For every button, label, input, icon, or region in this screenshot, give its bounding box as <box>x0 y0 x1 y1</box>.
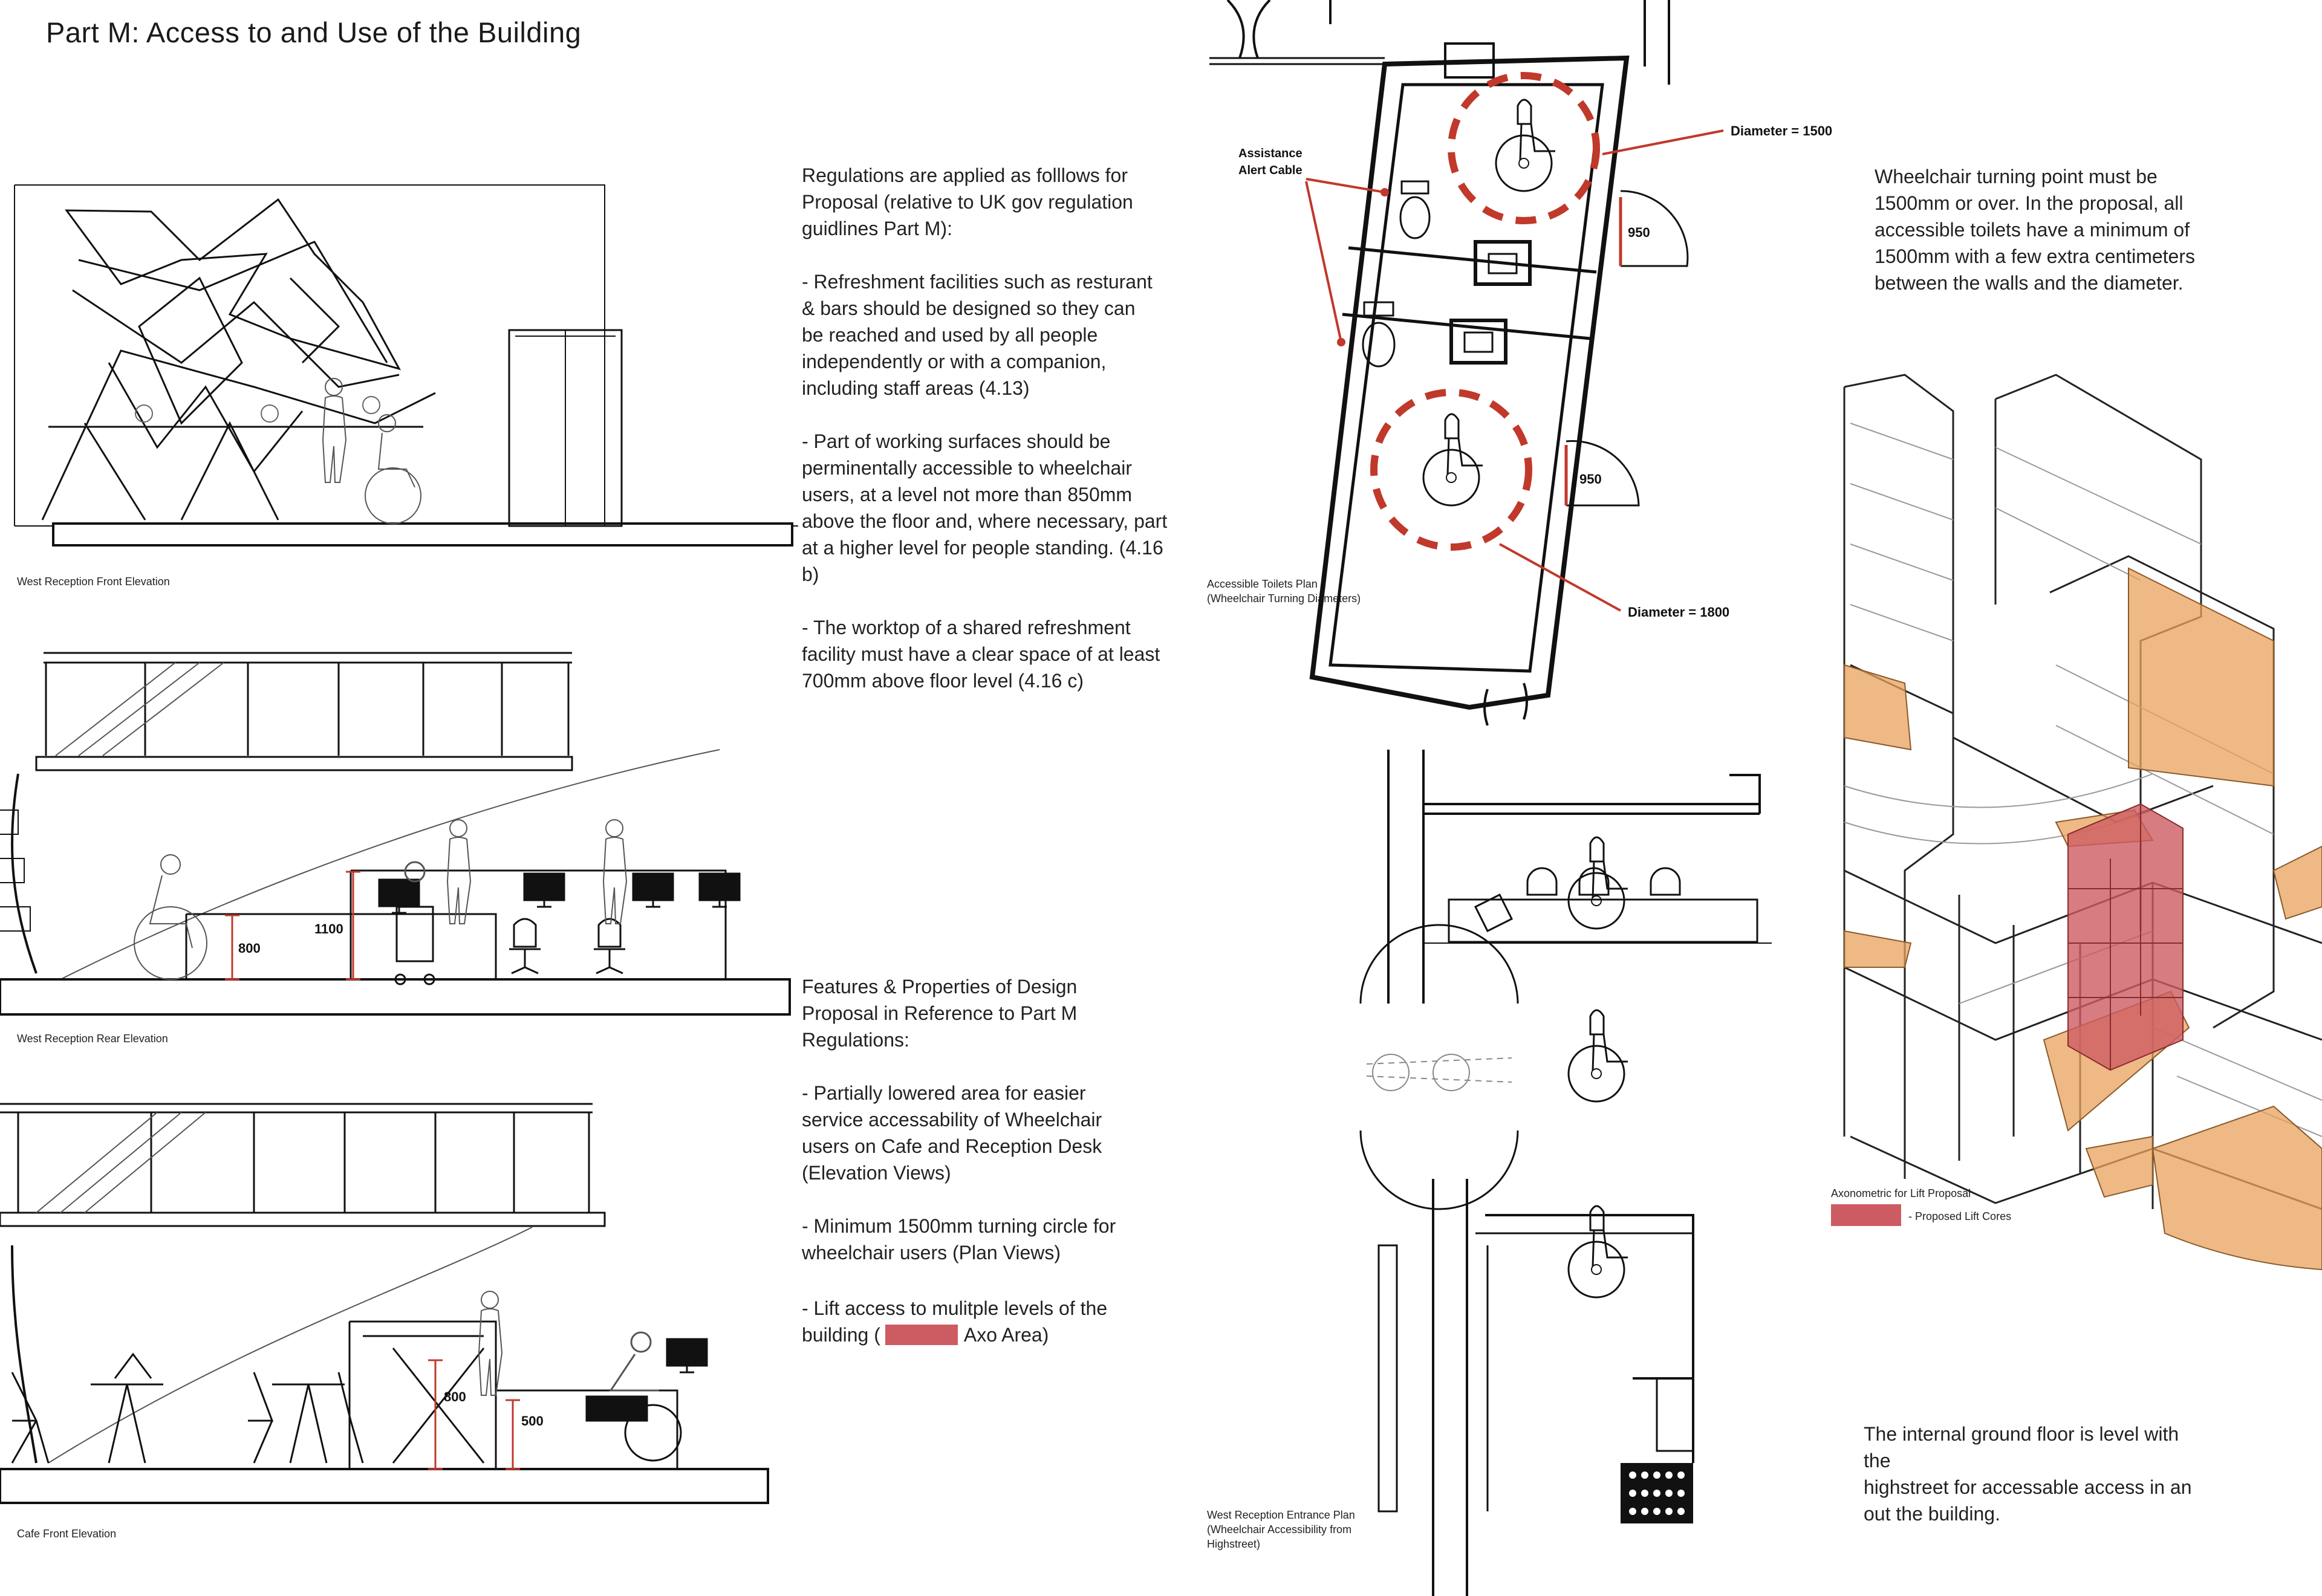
door-950-top-label: 950 <box>1628 225 1650 240</box>
axo-legend-swatch <box>1831 1204 1901 1226</box>
rear-dim-1100-label: 1100 <box>314 921 343 936</box>
west-reception-rear-elevation <box>0 652 791 1016</box>
features-text: Features & Properties of Design Proposal… <box>802 976 1116 1264</box>
axonometric-lift-proposal <box>1843 374 2322 1271</box>
features-lift-line: - Lift access to mulitple levels of the … <box>802 1295 1177 1348</box>
cafe-front-elevation <box>0 1103 769 1504</box>
lift-swatch-inline <box>885 1325 958 1345</box>
ground-floor-note: The internal ground floor is level with … <box>1864 1423 2192 1525</box>
toilets-caption: Accessible Toilets Plan (Wheelchair Turn… <box>1207 578 1361 605</box>
axo-legend-label: - Proposed Lift Cores <box>1908 1210 2012 1222</box>
turning-note: Wheelchair turning point must be 1500mm … <box>1875 166 2195 294</box>
west-reception-entrance-plan <box>1359 750 1772 1596</box>
alert-cable-label: Assistance Alert Cable <box>1238 147 1302 177</box>
axo-caption: Axonometric for Lift Proposal <box>1831 1187 1971 1199</box>
diameter-1800-label: Diameter = 1800 <box>1628 605 1730 620</box>
west-front-caption: West Reception Front Elevation <box>17 576 170 588</box>
door-950-bottom-label: 950 <box>1579 472 1602 487</box>
regulations-text: Regulations are applied as folllows for … <box>802 164 1168 692</box>
west-rear-caption: West Reception Rear Elevation <box>17 1033 168 1045</box>
cafe-front-caption: Cafe Front Elevation <box>17 1528 117 1540</box>
features-lift-suffix: Axo Area) <box>963 1324 1049 1346</box>
west-reception-front-elevation <box>14 184 798 547</box>
page-title: Part M: Access to and Use of the Buildin… <box>46 16 582 48</box>
entrance-plan-caption: West Reception Entrance Plan (Wheelchair… <box>1207 1509 1355 1550</box>
rear-dim-800-label: 800 <box>238 941 261 956</box>
features-lift-prefix: - Lift access to mulitple levels of the … <box>802 1297 1108 1346</box>
cafe-dim-800-label: 800 <box>444 1389 466 1404</box>
cafe-dim-500-label: 500 <box>521 1413 544 1429</box>
diameter-1500-label: Diameter = 1500 <box>1731 123 1833 138</box>
